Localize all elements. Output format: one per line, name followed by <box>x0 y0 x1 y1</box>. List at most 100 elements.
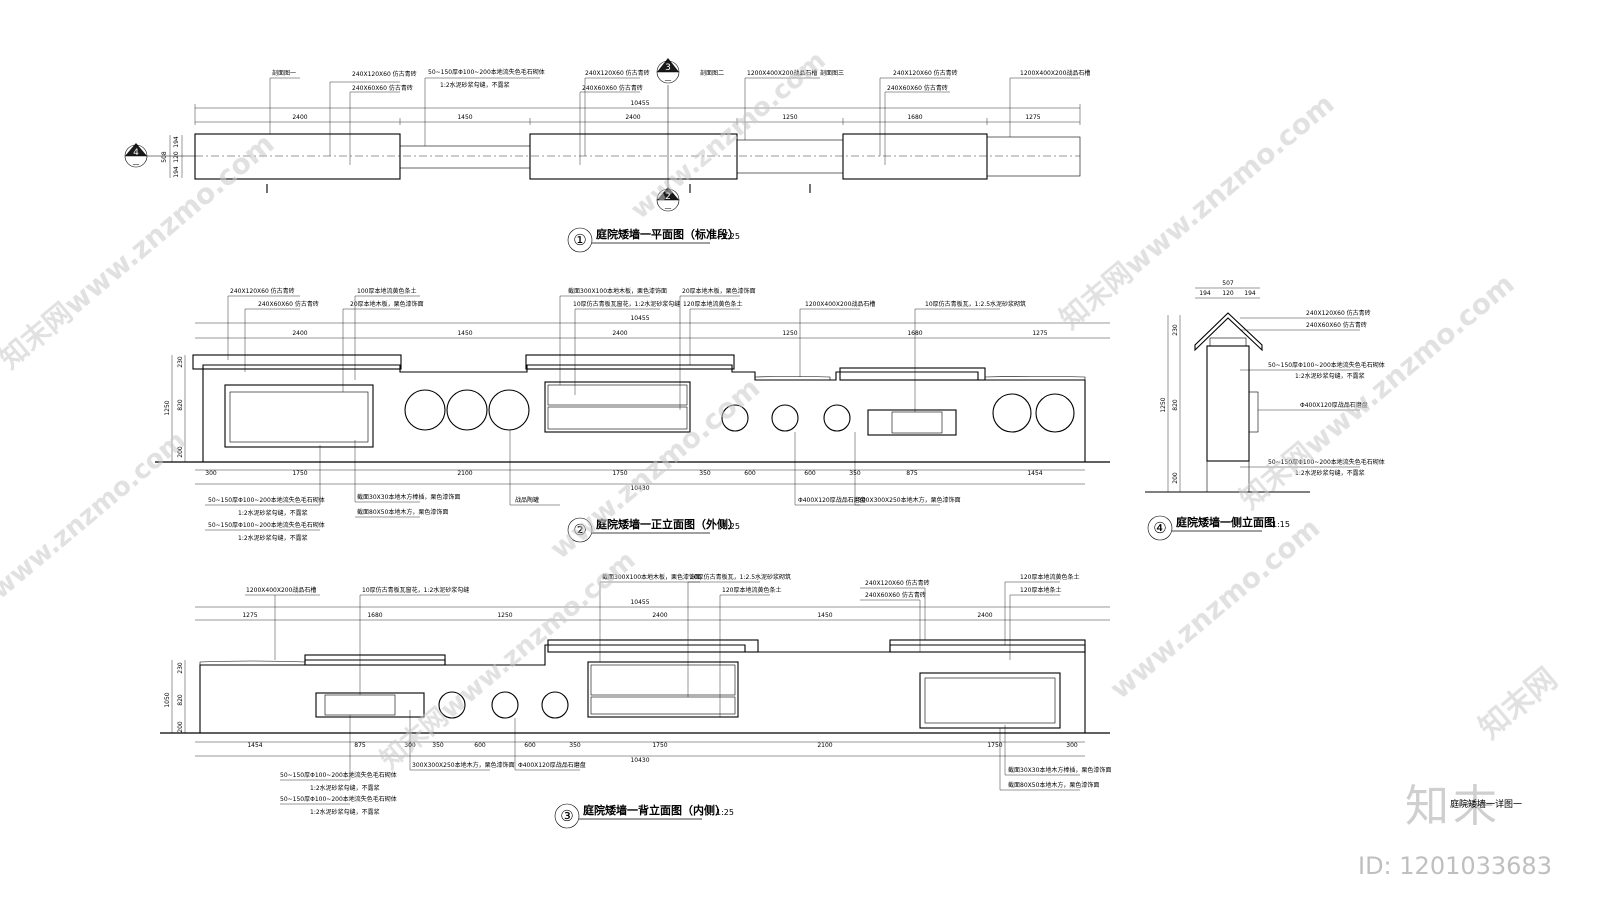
front-millstone <box>771 404 799 432</box>
plan-callout: 240X60X60 仿古青砖 <box>352 84 413 92</box>
front-brick-cap <box>525 354 735 370</box>
plan-callout: 50~150厚Φ100~200本地流失色毛石砌体 <box>428 68 545 76</box>
plan-seg-dim: 2400 <box>292 114 307 121</box>
section-marker-2-number: 2 <box>665 192 671 202</box>
front-callout: 300X300X250本地木方，栗色漆饰面 <box>858 496 961 504</box>
section-marker-3-dash: — <box>665 76 672 84</box>
back-callout: Φ400X120厚战品石磨盘 <box>518 761 586 769</box>
watermarks: 知末网www.znzmo.com www.znzmo.com 知末网www.zn… <box>0 45 1564 775</box>
back-seg-dim: 1680 <box>367 612 382 619</box>
back-callout: 50~150厚Φ100~200本地流失色毛石砌体 <box>280 795 397 803</box>
watermark-text: www.znzmo.com <box>625 45 831 225</box>
side-callout: 1:2水泥砂浆勾缝，不露浆 <box>1295 469 1365 477</box>
back-total-top: 10455 <box>630 599 649 606</box>
front-callout: Φ400X120厚战品石磨盘 <box>798 496 866 504</box>
side-view-title: 庭院矮墙一侧立面图 <box>1176 515 1275 529</box>
front-callout: 1:2水泥砂浆勾缝，不露浆 <box>238 509 308 517</box>
back-callout: 120厚本地流黄色条土 <box>1020 573 1079 581</box>
back-view-number-circle <box>554 803 580 829</box>
front-bottom-dim: 875 <box>906 470 918 477</box>
front-callout: 1200X400X200战品石槽 <box>805 300 875 308</box>
plan-stone-trough <box>736 139 844 174</box>
back-view-scale: 1:25 <box>716 808 734 817</box>
section-marker-4-number: 4 <box>133 148 139 158</box>
back-callout: 240X60X60 仿古青砖 <box>865 591 926 599</box>
front-bottom-dim: 600 <box>744 470 756 477</box>
front-seg-dim: 2400 <box>612 330 627 337</box>
front-pottery-jar <box>1035 393 1075 433</box>
watermark-text: 知末网www.znzmo.com <box>1233 267 1520 515</box>
back-height-dim: 1050 <box>164 692 171 707</box>
front-bottom-dim: 1454 <box>1027 470 1042 477</box>
front-stone-wall <box>202 364 1086 463</box>
back-elevation: 10455 1275 1680 1250 2400 1450 2400 230 … <box>160 573 1111 829</box>
front-callout: 50~150厚Φ100~200本地流失色毛石砌体 <box>208 496 325 504</box>
back-bottom-dim: 600 <box>474 742 486 749</box>
front-view-number: ② <box>573 521 586 539</box>
watermark-text: 知末网 <box>1473 661 1564 746</box>
plan-depth-dim: 194 <box>173 166 180 178</box>
plan-callout: 1200X400X200战品石槽 <box>1020 69 1090 77</box>
back-bottom-dim: 350 <box>432 742 444 749</box>
back-bottom-dim: 1750 <box>652 742 667 749</box>
front-height-dim: 230 <box>177 356 184 368</box>
plan-view: 10455 2400 1450 2400 1250 1680 1275 194 … <box>124 58 1090 253</box>
front-lattice-window <box>544 381 691 433</box>
back-view-number: ③ <box>560 807 573 825</box>
front-callout: 20厚本地木板，栗色漆饰面 <box>682 287 756 295</box>
back-callout: 1:2水泥砂浆勾缝，不露浆 <box>310 784 380 792</box>
side-callout: 240X60X60 仿古青砖 <box>1306 321 1367 329</box>
front-millstone <box>823 404 851 432</box>
section-marker-2[interactable]: 2 — <box>656 187 680 212</box>
side-top-total: 507 <box>1222 280 1234 287</box>
plan-view-title: 庭院矮墙一平面图（标准段） <box>596 227 739 241</box>
brand-logo: 知末 <box>1405 781 1501 832</box>
back-timber-screen <box>919 672 1061 729</box>
front-bottom-dim: 1750 <box>612 470 627 477</box>
front-view-title: 庭院矮墙一正立面图（外侧） <box>596 517 739 531</box>
back-millstone <box>438 691 466 719</box>
side-height-dim: 1250 <box>1160 397 1167 412</box>
back-seg-dim: 2400 <box>652 612 667 619</box>
side-height-dim: 200 <box>1172 472 1179 484</box>
section-marker-3[interactable]: 3 — <box>656 58 680 190</box>
front-pottery-jar <box>446 389 488 431</box>
front-bottom-dim: 350 <box>699 470 711 477</box>
front-height-dim: 820 <box>177 399 184 411</box>
side-elevation: 507 194 120 194 230 820 200 1250 240X120… <box>1145 280 1385 541</box>
watermark-text: www.znzmo.com <box>543 371 766 565</box>
plan-callout: 剖面图三 <box>820 69 844 77</box>
back-callout: 1200X400X200战品石槽 <box>246 586 316 594</box>
plan-callout: 240X120X60 仿古青砖 <box>585 69 650 77</box>
back-callout: 120厚本地条土 <box>1020 586 1061 594</box>
back-seg-dim: 1275 <box>242 612 257 619</box>
plan-callout: 240X60X60 仿古青砖 <box>582 84 643 92</box>
side-callout: 1:2水泥砂浆勾缝，不露浆 <box>1295 372 1365 380</box>
side-callout: 50~150厚Φ100~200本地流失色毛石砌体 <box>1268 458 1385 466</box>
watermark-text: www.znzmo.com <box>0 425 192 605</box>
front-callout: 战品陶罐 <box>515 496 539 504</box>
back-callout: 300X300X250本地木方，栗色漆饰面 <box>412 761 515 769</box>
front-bottom-dim: 300 <box>205 470 217 477</box>
back-height-dim: 200 <box>177 721 184 733</box>
sheet-title: 庭院矮墙一详图一 <box>1450 800 1523 810</box>
front-seg-dim: 1450 <box>457 330 472 337</box>
front-view-number-circle <box>567 517 593 543</box>
plan-depth-total: 508 <box>161 151 168 163</box>
back-callout: 120厚本地流黄色条土 <box>722 586 781 594</box>
back-callout: 截面80X50本地木方，栗色漆饰面 <box>1008 781 1099 789</box>
front-callout: 20厚本地木板，栗色漆饰面 <box>350 300 424 308</box>
section-marker-2-dash: — <box>665 204 672 212</box>
front-height-dim: 1250 <box>164 400 171 415</box>
plan-seg-dim: 1275 <box>1025 114 1040 121</box>
back-callout: 截面300X100本地木板，栗色漆饰面 <box>602 573 701 581</box>
back-brick-cap <box>889 639 1086 653</box>
back-seg-dim: 2400 <box>977 612 992 619</box>
plan-seg-dim: 2400 <box>625 114 640 121</box>
plan-seg-dim: 1680 <box>907 114 922 121</box>
side-view-scale: 1:15 <box>1272 520 1290 529</box>
section-marker-4[interactable]: 4 — <box>124 143 195 168</box>
side-top-dim: 194 <box>1199 290 1211 297</box>
front-callout: 1:2水泥砂浆勾缝，不露浆 <box>238 534 308 542</box>
side-view-number: ④ <box>1153 519 1166 537</box>
